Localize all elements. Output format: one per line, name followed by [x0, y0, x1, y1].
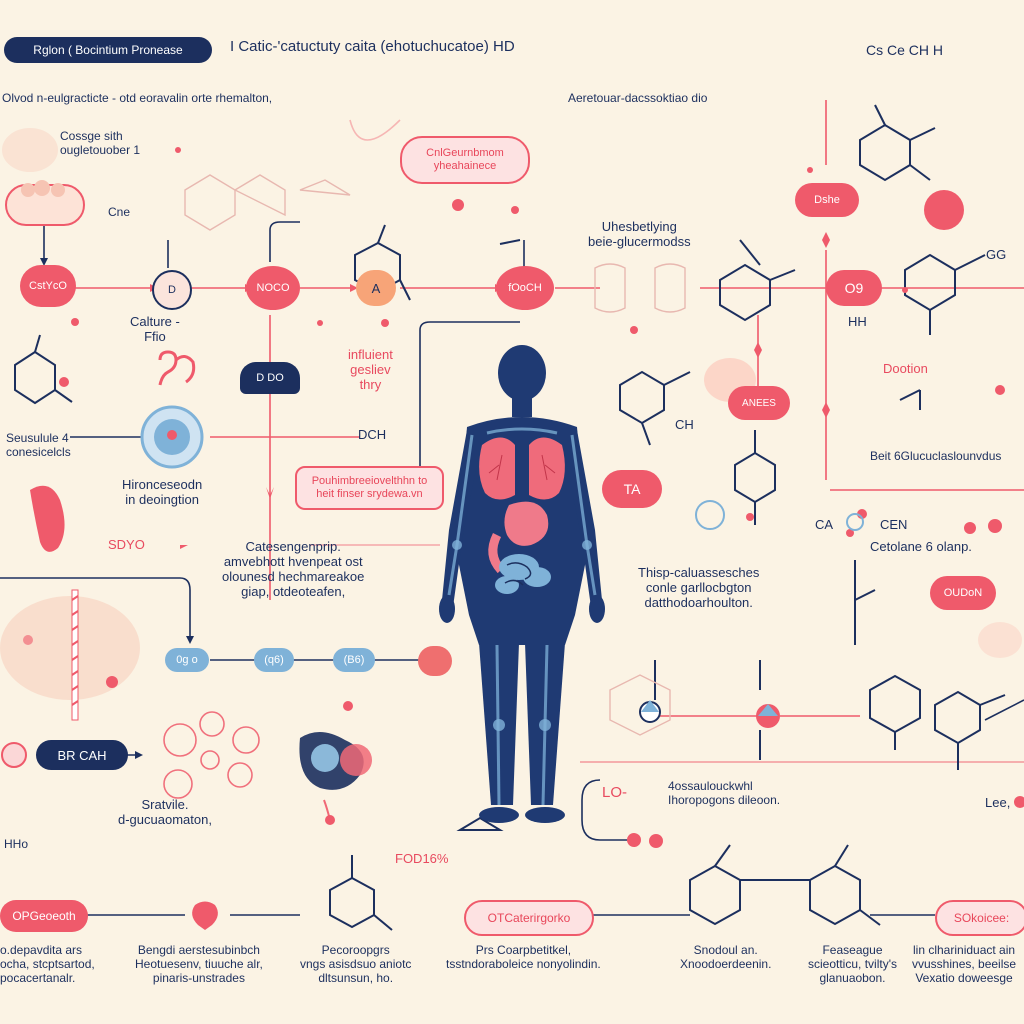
label-cne: Cne — [108, 205, 131, 219]
node-fooch[interactable]: fOoCH — [496, 266, 554, 310]
label-lo-desc: 4ossaulouckwhl Ihoropogons dileoon. — [668, 779, 781, 807]
label-seusulule: Seusulule 4 conesicelcls — [6, 431, 71, 459]
node-o-right[interactable] — [418, 646, 452, 676]
label-cossge: Cossge sith ougletouober 1 — [60, 129, 141, 157]
node-aes[interactable]: ANEES — [728, 386, 790, 420]
pill-otc[interactable]: OTCaterirgorko — [464, 900, 594, 936]
pill-sok[interactable]: SOkoicee: — [935, 900, 1024, 936]
node-bs[interactable]: (B6) — [333, 648, 375, 672]
pill-pouh[interactable]: Pouhimbreeiovelthhn to heit finser sryde… — [295, 466, 444, 510]
node-oudon[interactable]: OUDoN — [930, 576, 996, 610]
node-qg[interactable]: (q6) — [254, 648, 294, 672]
node-sdyo: SDYO — [108, 537, 145, 552]
subtitle-right: Aeretouar-dacssoktiao dio — [568, 91, 708, 105]
formula-top-right: Cs Ce CH H — [866, 42, 944, 58]
label-hhho: HHo — [4, 837, 29, 851]
bottom-desc-4: Prs Coarpbetitkel, tsstndoraboleice nony… — [446, 943, 601, 971]
bottom-desc-3: Pecoroopgrs vngs asisdsuo aniotc dltsuns… — [300, 943, 412, 985]
label-dootion: Dootion — [883, 361, 928, 376]
node-red-small[interactable] — [924, 190, 964, 230]
node-o9[interactable]: O9 — [826, 270, 882, 306]
node-dshe[interactable]: Dshe — [795, 183, 859, 217]
label-gg: GG — [986, 247, 1007, 262]
bottom-desc-1: o.depavdita ars ocha, stcptsartod, pocac… — [0, 943, 95, 985]
label-lo: LO- — [602, 784, 628, 801]
node-ddo[interactable]: D DO — [240, 362, 300, 394]
node-cstyco[interactable]: CstYcO — [20, 265, 76, 307]
pill-opge[interactable]: OPGeoeoth — [0, 900, 88, 932]
node-brcah[interactable]: BR CAH — [36, 740, 128, 770]
bottom-desc-2: Bengdi aerstesubinbch Heotuesenv, tiuuch… — [135, 943, 263, 985]
label-hironceseodn: Hironceseodn in deoingtion — [122, 477, 203, 507]
label-thisp: Thisp-caluassesches conle garllocbgton d… — [638, 565, 760, 610]
label-influient: influient gesliev thry — [348, 347, 393, 392]
node-noco[interactable]: NOCO — [246, 266, 300, 310]
bottom-desc-6: Feaseague scieotticu, tvilty's glanuaobo… — [808, 943, 897, 985]
label-uhesbetlying: Uhesbetlying beie-glucermodss — [588, 219, 691, 249]
pill-calc[interactable]: CnlGeurnbmom yheahainece — [400, 136, 530, 184]
bottom-desc-7: lin clhariniduact ain vvusshines, beeils… — [912, 943, 1017, 985]
label-cetolane: Cetolane 6 olanp. — [870, 539, 972, 554]
label-fodi: FOD16% — [395, 851, 449, 866]
label-hhl: HH — [848, 314, 867, 329]
header-badge: Rglon ( Bocintium Pronease — [4, 37, 212, 63]
human-body-figure — [439, 345, 605, 823]
subtitle-left: Olvod n-eulgracticte - otd eoravalin ort… — [2, 91, 273, 105]
label-ca: CA — [815, 517, 834, 532]
label-cateseng: Catesengenprip. amvebhott hvenpeat ost o… — [222, 539, 365, 599]
label-sratvile: Sratvile. d-gucuaomaton, — [118, 797, 212, 827]
bottom-desc-5: Snodoul an. Xnoodoerdeenin. — [680, 943, 772, 971]
node-d[interactable]: D — [152, 270, 192, 310]
page-title: I Catic-'catuctuty caita (ehotuchucatoe)… — [230, 38, 515, 55]
label-calture: Calture - Ffio — [130, 314, 180, 344]
node-dch: DCH — [358, 427, 387, 442]
node-a[interactable]: A — [356, 270, 396, 306]
label-cen: CEN — [880, 517, 908, 532]
node-ta[interactable]: TA — [602, 470, 662, 508]
label-lee: Lee, — [985, 795, 1011, 810]
node-ogo[interactable]: 0g o — [165, 648, 209, 672]
label-beit-glu: Beit 6Glucuclaslounvdus — [870, 449, 1002, 463]
node-ch-mid: CH — [675, 417, 694, 432]
